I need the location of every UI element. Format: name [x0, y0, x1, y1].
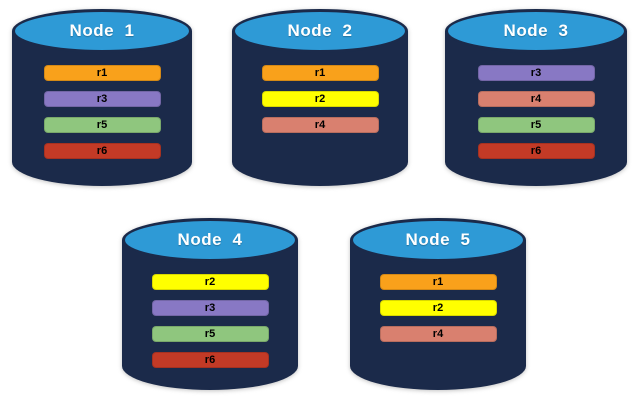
replica-label: r5	[530, 119, 542, 131]
replica-bar: r4	[477, 91, 595, 107]
replica-label: r6	[204, 354, 216, 366]
node-1: Node 1 r1 r3 r5 r6	[12, 9, 192, 186]
replica-label: r2	[314, 93, 326, 105]
replica-bar: r4	[261, 117, 379, 133]
replica-label: r1	[96, 67, 108, 79]
replica-bar: r5	[477, 117, 595, 133]
replica-list: r2 r3 r5 r6	[122, 274, 298, 378]
replica-label: r4	[314, 119, 326, 131]
replica-bar: r2	[151, 274, 269, 290]
replica-bar: r2	[379, 300, 497, 316]
replica-label: r4	[530, 93, 542, 105]
replica-label: r3	[96, 93, 108, 105]
replica-label: r3	[204, 302, 216, 314]
replica-label: r1	[432, 276, 444, 288]
replica-bar: r4	[379, 326, 497, 342]
replica-label: r6	[530, 145, 542, 157]
replica-label: r3	[530, 67, 542, 79]
replica-bar: r2	[261, 91, 379, 107]
replica-bar: r1	[379, 274, 497, 290]
replica-label: r5	[204, 328, 216, 340]
replica-label: r6	[96, 145, 108, 157]
replica-list: r1 r2 r4	[350, 274, 526, 352]
replica-bar: r5	[43, 117, 161, 133]
replica-bar: r1	[43, 65, 161, 81]
replica-bar: r1	[261, 65, 379, 81]
replica-bar: r6	[151, 352, 269, 368]
node-5: Node 5 r1 r2 r4	[350, 218, 526, 390]
cylinder-top: Node 1	[12, 9, 192, 53]
replica-label: r1	[314, 67, 326, 79]
cylinder-top: Node 5	[350, 218, 526, 262]
node-title: Node 2	[287, 21, 353, 40]
replica-label: r4	[432, 328, 444, 340]
node-title: Node 5	[405, 230, 471, 249]
replica-list: r1 r2 r4	[232, 65, 408, 143]
node-2: Node 2 r1 r2 r4	[232, 9, 408, 186]
node-title: Node 1	[69, 21, 135, 40]
replica-bar: r3	[43, 91, 161, 107]
cylinder-top: Node 3	[445, 9, 627, 53]
replica-label: r5	[96, 119, 108, 131]
replica-label: r2	[204, 276, 216, 288]
replica-bar: r6	[477, 143, 595, 159]
cylinder-body	[232, 31, 408, 186]
cylinder-body	[12, 31, 192, 186]
node-3: Node 3 r3 r4 r5 r6	[445, 9, 627, 186]
replica-list: r3 r4 r5 r6	[445, 65, 627, 169]
replica-bar: r3	[151, 300, 269, 316]
replica-list: r1 r3 r5 r6	[12, 65, 192, 169]
replica-bar: r5	[151, 326, 269, 342]
node-title: Node 4	[177, 230, 243, 249]
replica-bar: r3	[477, 65, 595, 81]
node-4: Node 4 r2 r3 r5 r6	[122, 218, 298, 390]
node-title: Node 3	[503, 21, 569, 40]
replica-bar: r6	[43, 143, 161, 159]
cylinder-top: Node 2	[232, 9, 408, 53]
cylinder-top: Node 4	[122, 218, 298, 262]
cylinder-body	[445, 31, 627, 186]
replica-label: r2	[432, 302, 444, 314]
